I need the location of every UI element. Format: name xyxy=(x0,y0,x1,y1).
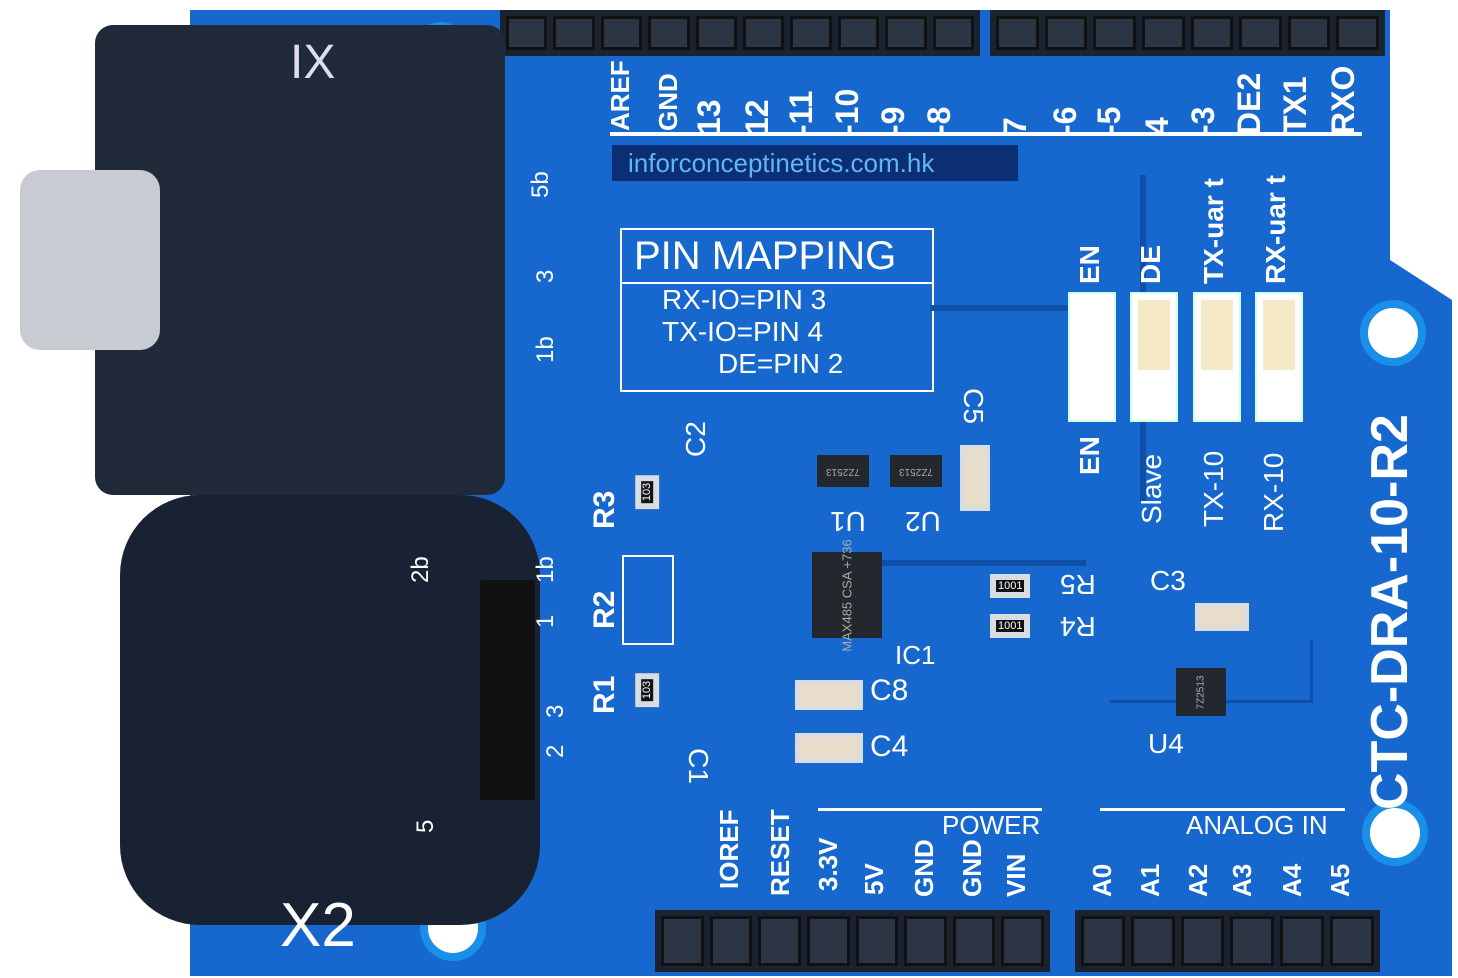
jumper-label-tx-10: TX-10 xyxy=(1198,450,1229,527)
pin-mapping-line: DE=PIN 2 xyxy=(718,348,844,379)
x2-pin-2: 2 xyxy=(542,744,569,758)
website-label: inforconceptinetics.com.hk xyxy=(612,145,1018,181)
x1-pin-1b: 1b xyxy=(532,336,559,363)
jumper-label-rx-uart: RX-uar t xyxy=(1260,175,1291,284)
r3-label: R3 xyxy=(588,490,621,529)
analog-title: ANALOG IN xyxy=(1186,810,1328,840)
r5-label: R5 xyxy=(1060,569,1096,600)
jumper-label-rx-10: RX-10 xyxy=(1258,452,1289,532)
x2-pin-1: 1 xyxy=(532,614,559,628)
board-name: CTC-DRA-10-R2 xyxy=(1361,414,1419,810)
c2-label: C2 xyxy=(680,421,711,457)
xlr-connector-x2 xyxy=(120,495,540,925)
pin-mapping-box: PIN MAPPING RX-IO=PIN 3 TX-IO=PIN 4 DE=P… xyxy=(620,228,934,392)
jumper-de[interactable] xyxy=(1130,292,1178,422)
jumper-label-en-top: EN xyxy=(1074,245,1105,284)
c8-label: C8 xyxy=(870,674,909,707)
power-divider xyxy=(818,808,1042,811)
r1-resistor: 103 xyxy=(635,672,660,708)
u2-chip: 7Z2513 xyxy=(890,455,942,487)
x1-pin-5b: 5b xyxy=(527,171,554,198)
c5-capacitor xyxy=(960,445,990,511)
c8-capacitor xyxy=(795,680,863,710)
r2-pad-box xyxy=(622,555,674,645)
trace xyxy=(880,560,1086,566)
pin-mapping-title: PIN MAPPING xyxy=(622,230,932,284)
mount-hole xyxy=(1360,300,1426,366)
mount-hole xyxy=(1362,800,1428,866)
x2-pin-5: 5 xyxy=(412,819,439,833)
c5-label: C5 xyxy=(957,388,989,424)
x1-pin-3: 3 xyxy=(532,269,559,283)
jumper-label-de: DE xyxy=(1135,245,1166,284)
x2-pin-2b: 2b xyxy=(407,556,434,583)
ic1-label: IC1 xyxy=(895,640,936,670)
c4-capacitor xyxy=(795,733,863,763)
analog-divider xyxy=(1100,808,1345,811)
r1-label: R1 xyxy=(588,675,621,714)
u4-label: U4 xyxy=(1148,728,1184,759)
x2-label: X2 xyxy=(280,891,356,960)
r4-label: R4 xyxy=(1060,611,1096,642)
pin-mapping-line: RX-IO=PIN 3 xyxy=(662,284,827,315)
jumper-tx[interactable] xyxy=(1193,292,1241,422)
c4-label: C4 xyxy=(870,730,909,763)
top-pin-divider xyxy=(610,132,1362,136)
power-header xyxy=(655,910,1050,972)
u1-chip: 7Z2513 xyxy=(817,455,869,487)
top-header-right xyxy=(990,10,1385,56)
connector-pins xyxy=(480,580,535,800)
pin-mapping-line: TX-IO=PIN 4 xyxy=(662,316,824,347)
trace xyxy=(930,305,1071,311)
c3-capacitor xyxy=(1195,603,1249,631)
c3-label: C3 xyxy=(1150,565,1186,596)
top-header-left xyxy=(500,10,980,56)
u2-label: U2 xyxy=(905,506,941,537)
u1-label: U1 xyxy=(830,506,866,537)
jumper-en[interactable] xyxy=(1068,292,1116,422)
jumper-label-en-bottom: EN xyxy=(1074,436,1105,475)
c1-label: C1 xyxy=(682,748,714,784)
r3-resistor: 103 xyxy=(635,474,660,510)
jumper-label-slave: Slave xyxy=(1136,453,1167,524)
x2-pin-1b: 1b xyxy=(532,556,559,583)
r4-resistor: 1001 xyxy=(990,614,1031,638)
ic1-max485: MAX485 CSA +736 xyxy=(812,539,882,651)
jumper-rx[interactable] xyxy=(1255,292,1303,422)
jumper-label-tx-uart: TX-uar t xyxy=(1198,178,1229,284)
power-title: POWER xyxy=(942,810,1041,840)
u4-chip: 7Z2513 xyxy=(1176,668,1226,716)
r5-resistor: 1001 xyxy=(990,574,1031,598)
xlr-latch xyxy=(20,170,160,350)
xlr-connector-x1 xyxy=(95,25,505,495)
x2-pin-3: 3 xyxy=(542,704,569,718)
x1-label: IX xyxy=(290,36,336,89)
analog-header xyxy=(1075,910,1380,972)
r2-label: R2 xyxy=(588,590,621,629)
